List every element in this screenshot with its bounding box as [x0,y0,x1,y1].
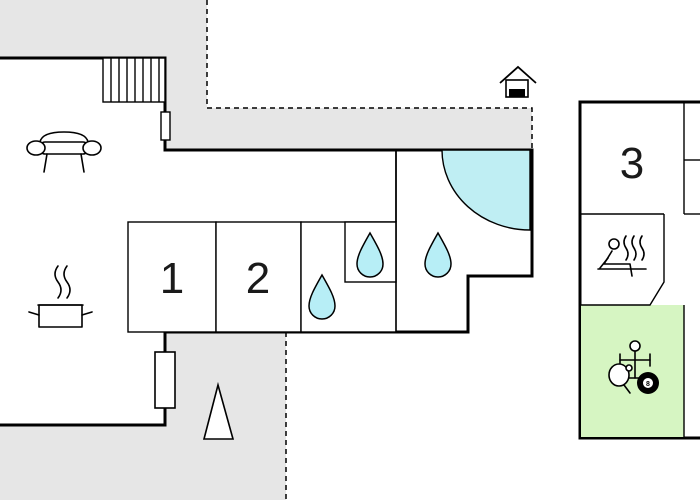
shower-area [441,149,531,231]
terrace-outline [206,0,533,500]
bathroom-1 [300,221,397,333]
room-label-1: 1 [160,254,184,303]
window [154,351,176,409]
cooking-pot-icon [28,265,93,328]
water-drop-icon [356,231,384,278]
bedroom-2: 2 [215,221,302,333]
door [160,111,171,141]
table-tennis-icon [608,363,633,394]
north-arrow-icon [202,381,235,440]
bedroom-1: 1 [127,221,217,333]
svg-text:8: 8 [646,381,650,388]
sauna-icon [597,235,647,277]
doghouse-icon [499,65,537,98]
room-label-2: 2 [246,254,270,303]
stairs-icon [102,57,166,103]
activity-room [581,305,684,437]
room-label-3: 3 [620,139,644,188]
bathroom-2 [395,150,452,332]
billiard-ball-icon: 8 [637,372,659,394]
water-drop-icon [308,273,336,320]
water-drop-icon [424,231,452,278]
sofa-icon [26,131,102,173]
